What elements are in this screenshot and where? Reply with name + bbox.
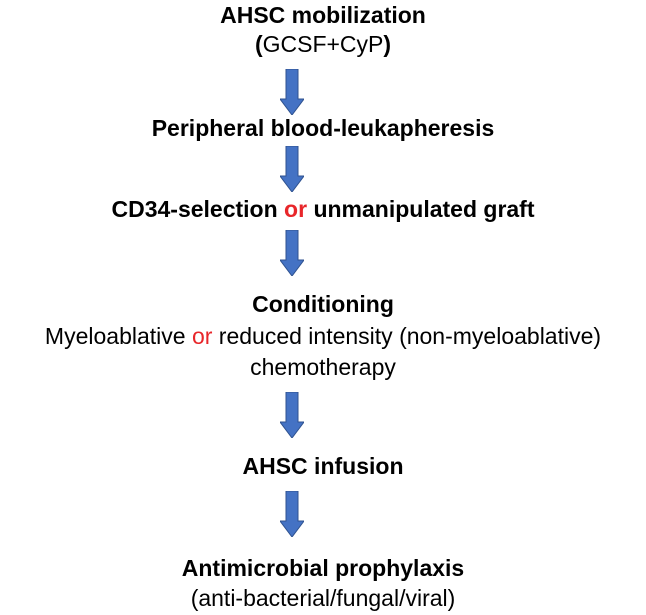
step-ahsc-mobilization-subtitle: (GCSF+CyP) [254,31,392,57]
arrow-down-icon [280,230,304,276]
step-conditioning-line1: Myeloablative or reduced intensity (non-… [44,323,602,349]
step-ahsc-infusion-title: AHSC infusion [242,453,404,479]
arrow-down-icon [280,392,304,438]
or-connector: or [191,323,213,349]
flow-arrow-1 [280,69,304,115]
arrow-down-icon [280,491,304,537]
step-prophylaxis-title: Antimicrobial prophylaxis [181,555,465,581]
step-prophylaxis-subtitle: (anti-bacterial/fungal/viral) [190,585,456,611]
flow-arrow-4 [280,392,304,438]
or-connector: or [284,196,308,222]
step-graft-selection-title: CD34-selection or unmanipulated graft [111,196,535,222]
flow-arrow-3 [280,230,304,276]
step-leukapheresis-title: Peripheral blood-leukapheresis [151,115,495,141]
step-ahsc-mobilization-title: AHSC mobilization [220,2,426,28]
step-conditioning-title: Conditioning [252,291,394,317]
arrow-down-icon [280,69,304,115]
arrow-down-icon [280,146,304,192]
step-conditioning-line2: chemotherapy [250,354,396,380]
flow-arrow-2 [280,146,304,192]
flow-arrow-5 [280,491,304,537]
